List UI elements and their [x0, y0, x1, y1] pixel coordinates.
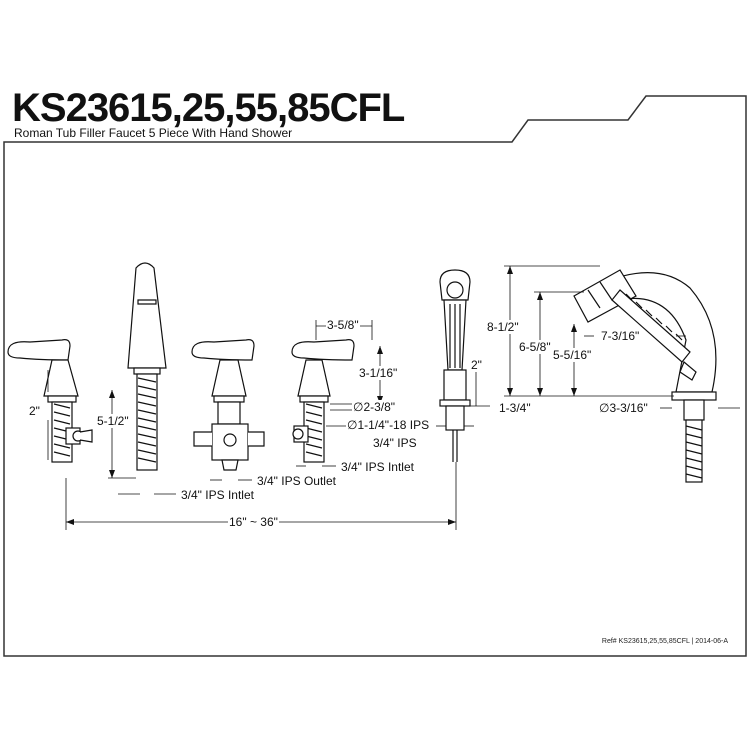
dim-1-3-4: 1-3/4" — [498, 401, 532, 415]
right-handle-valve — [291, 339, 355, 463]
dim-5-5-16: 5-5/16" — [552, 348, 593, 362]
dim-2-3-8: ∅2-3/8" — [352, 400, 397, 414]
center-spout — [127, 262, 167, 471]
dim-16-36: 16" ~ 36" — [228, 515, 279, 529]
product-subtitle: Roman Tub Filler Faucet 5 Piece With Han… — [14, 126, 293, 140]
dim-8-1-2: 8-1/2" — [486, 320, 520, 334]
reference-code: Ref# KS23615,25,55,85CFL | 2014-06-A — [601, 638, 728, 645]
middle-handle-valve — [191, 339, 265, 471]
dim-2-left: 2" — [28, 404, 41, 418]
dim-3-5-8: 3-5/8" — [326, 318, 360, 332]
dim-3-4-ips-intlet-right: 3/4" IPS Intlet — [340, 460, 415, 474]
dim-2-shower: 2" — [470, 358, 483, 372]
roman-spout — [573, 269, 717, 483]
dim-3-3-16: ∅3-3/16" — [598, 401, 649, 415]
dim-5-1-2: 5-1/2" — [96, 414, 130, 428]
model-number: KS23615,25,55,85CFL — [12, 86, 405, 130]
dim-7-3-16: 7-3/16" — [600, 329, 641, 343]
left-handle-valve — [7, 339, 93, 463]
dim-3-4-ips-outlet: 3/4" IPS Outlet — [256, 474, 337, 488]
dim-3-4-ips: 3/4" IPS — [372, 436, 418, 450]
dim-3-1-16: 3-1/16" — [358, 366, 399, 380]
dim-6-5-8: 6-5/8" — [518, 340, 552, 354]
dim-1-1-4-ips: ∅1-1/4"-18 IPS — [346, 418, 431, 432]
hand-shower — [439, 269, 471, 462]
dim-3-4-ips-intlet-left: 3/4" IPS Intlet — [180, 488, 255, 502]
diagram-border — [3, 95, 747, 657]
